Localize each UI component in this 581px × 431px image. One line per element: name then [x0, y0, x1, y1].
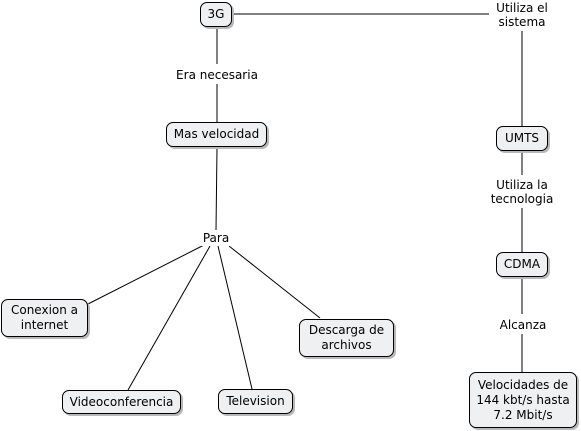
link-para-videoconferencia [127, 245, 211, 391]
link-para-television [217, 245, 253, 390]
concept-umts[interactable]: UMTS [496, 126, 548, 151]
concept-television[interactable]: Television [218, 389, 293, 414]
link-para-descarga [228, 245, 321, 319]
linking-phrase-utiliza-tecnologia: Utiliza la tecnologia [487, 176, 557, 207]
concept-descarga-archivos[interactable]: Descarga de archivos [299, 319, 394, 357]
concept-videoconferencia[interactable]: Videoconferencia [62, 390, 181, 414]
link-mas-velocidad-para [215, 147, 218, 231]
link-para-conexion [87, 243, 207, 305]
linking-phrase-era-necesaria: Era necesaria [172, 66, 262, 83]
linking-phrase-utiliza-sistema: Utiliza el sistema [489, 0, 555, 30]
concept-conexion-internet[interactable]: Conexion a internet [1, 299, 88, 337]
linking-phrase-alcanza: Alcanza [494, 316, 552, 333]
linking-phrase-para: Para [199, 230, 233, 246]
concept-velocidades[interactable]: Velocidades de 144 kbt/s hasta 7.2 Mbit/… [469, 372, 577, 428]
concept-3g[interactable]: 3G [200, 2, 232, 27]
concept-mas-velocidad[interactable]: Mas velocidad [166, 122, 267, 147]
concept-cdma[interactable]: CDMA [496, 252, 548, 277]
